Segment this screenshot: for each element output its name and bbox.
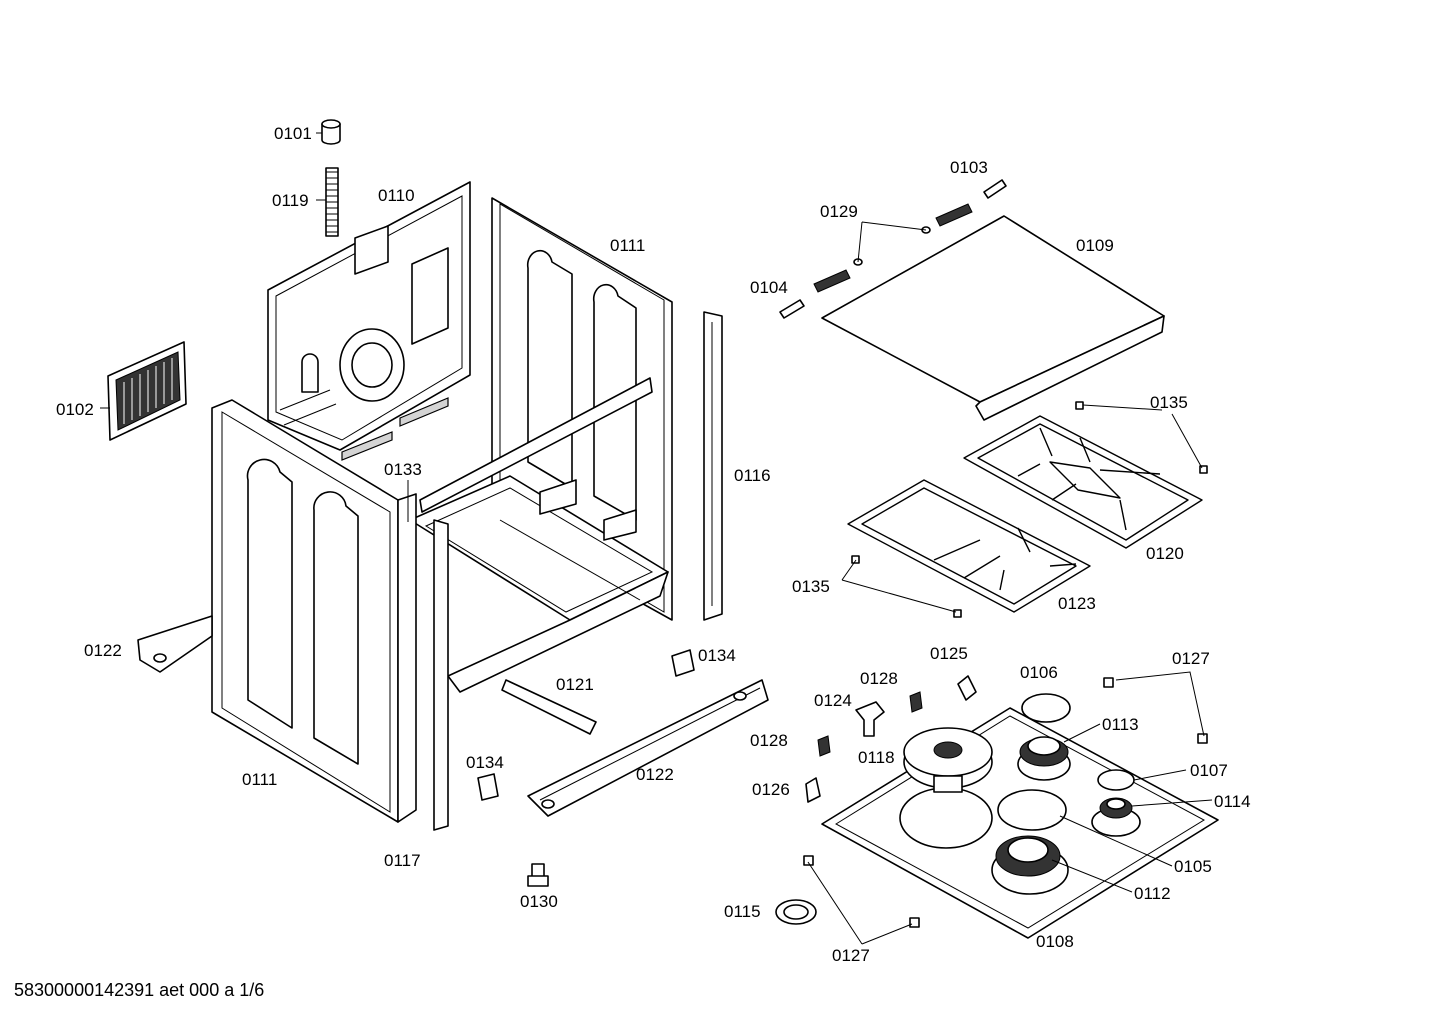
- part-0130-foot: [527, 863, 549, 887]
- label-0106: 0106: [1020, 663, 1058, 682]
- label-0127-lower: 0127: [832, 946, 870, 965]
- label-0126: 0126: [752, 780, 790, 799]
- part-0102-vent-grille: [107, 341, 187, 441]
- label-0122-left: 0122: [84, 641, 122, 660]
- leader-lines: [100, 132, 1213, 945]
- part-0124-connector: [855, 701, 885, 737]
- label-0121: 0121: [556, 675, 594, 694]
- part-0123-pan-support: [847, 479, 1091, 613]
- label-0134-lower: 0134: [466, 753, 504, 772]
- part-0135-clip-c: [851, 555, 860, 564]
- label-0135-upper: 0135: [1150, 393, 1188, 412]
- label-0101: 0101: [274, 124, 312, 143]
- label-0120: 0120: [1146, 544, 1184, 563]
- label-0129: 0129: [820, 202, 858, 221]
- label-0111-upper: 0111: [610, 236, 645, 255]
- part-0118-burner-cap-large: [903, 727, 993, 793]
- part-0105-burner-cap: [997, 789, 1067, 831]
- part-0125-bracket: [957, 675, 977, 701]
- part-0135-clip-a: [1075, 401, 1084, 410]
- label-0130: 0130: [520, 892, 558, 911]
- label-0113: 0113: [1102, 715, 1139, 734]
- part-0128-clip-upper: [909, 691, 923, 713]
- part-0111-left-side-panel: [211, 399, 417, 823]
- part-0122-lower-base-rail: [527, 679, 769, 817]
- part-0134-clip-upper: [671, 649, 695, 677]
- label-0114: 0114: [1214, 792, 1251, 811]
- part-0112-burner: [995, 835, 1061, 877]
- label-0105: 0105: [1174, 857, 1212, 876]
- label-0134-upper: 0134: [698, 646, 736, 665]
- part-0114-burner: [1099, 797, 1133, 819]
- label-0116: 0116: [734, 466, 771, 485]
- part-0129-hinge-lower: [813, 269, 851, 293]
- label-0124: 0124: [814, 691, 852, 710]
- part-0101-cap: [321, 119, 341, 145]
- part-0109-lid: [821, 215, 1165, 421]
- label-0135-lower: 0135: [792, 577, 830, 596]
- part-0113-burner: [1019, 736, 1069, 767]
- part-0127-clip-d: [909, 917, 920, 928]
- part-0135-clip-d: [953, 609, 962, 618]
- part-0119-spring: [325, 167, 339, 237]
- part-0103-screw: [983, 179, 1007, 199]
- label-0122-lower: 0122: [636, 765, 674, 784]
- label-0119: 0119: [272, 191, 309, 210]
- part-0116-side-rail: [703, 311, 723, 621]
- label-0133: 0133: [384, 460, 422, 479]
- label-0108: 0108: [1036, 932, 1074, 951]
- part-0120-pan-support: [963, 415, 1203, 549]
- part-0110-back-panel: [267, 181, 471, 461]
- label-0125: 0125: [930, 644, 968, 663]
- label-0111-lower: 0111: [242, 770, 277, 789]
- part-0127-clip-c: [803, 855, 814, 866]
- label-0118: 0118: [858, 748, 895, 767]
- part-0127-clip-b: [1197, 733, 1208, 744]
- label-0109: 0109: [1076, 236, 1114, 255]
- part-0117-front-rail: [433, 519, 449, 831]
- label-0117: 0117: [384, 851, 421, 870]
- label-0104: 0104: [750, 278, 788, 297]
- label-0103: 0103: [950, 158, 988, 177]
- part-0107-burner-cap: [1097, 769, 1135, 791]
- label-0107: 0107: [1190, 761, 1228, 780]
- label-0128-upper: 0128: [860, 669, 898, 688]
- part-0115-ring: [775, 899, 817, 925]
- label-0123: 0123: [1058, 594, 1096, 613]
- part-0121-bottom-rail: [501, 679, 597, 735]
- part-0128-clip-lower: [817, 735, 831, 757]
- part-0122-left-base-rail: [137, 615, 213, 673]
- part-0126-bracket: [805, 777, 821, 803]
- document-id-footer: 58300000142391 aet 000 a 1/6: [14, 980, 265, 1000]
- part-0134-clip-lower: [477, 773, 499, 801]
- part-0127-clip-a: [1103, 677, 1114, 688]
- label-0115: 0115: [724, 902, 761, 921]
- part-labels: 0101 0119 0110 0111 0102 0133 0116 0122 …: [56, 124, 1251, 965]
- label-0112: 0112: [1134, 884, 1171, 903]
- label-0110: 0110: [378, 186, 415, 205]
- part-0129-hinge-upper: [935, 203, 973, 227]
- label-0128-lower: 0128: [750, 731, 788, 750]
- part-0106-burner-cap: [1021, 693, 1071, 723]
- label-0102: 0102: [56, 400, 94, 419]
- part-0121-base-tray: [409, 377, 669, 693]
- part-0104-screw: [779, 299, 805, 319]
- label-0127-upper: 0127: [1172, 649, 1210, 668]
- part-0135-clip-b: [1199, 465, 1208, 474]
